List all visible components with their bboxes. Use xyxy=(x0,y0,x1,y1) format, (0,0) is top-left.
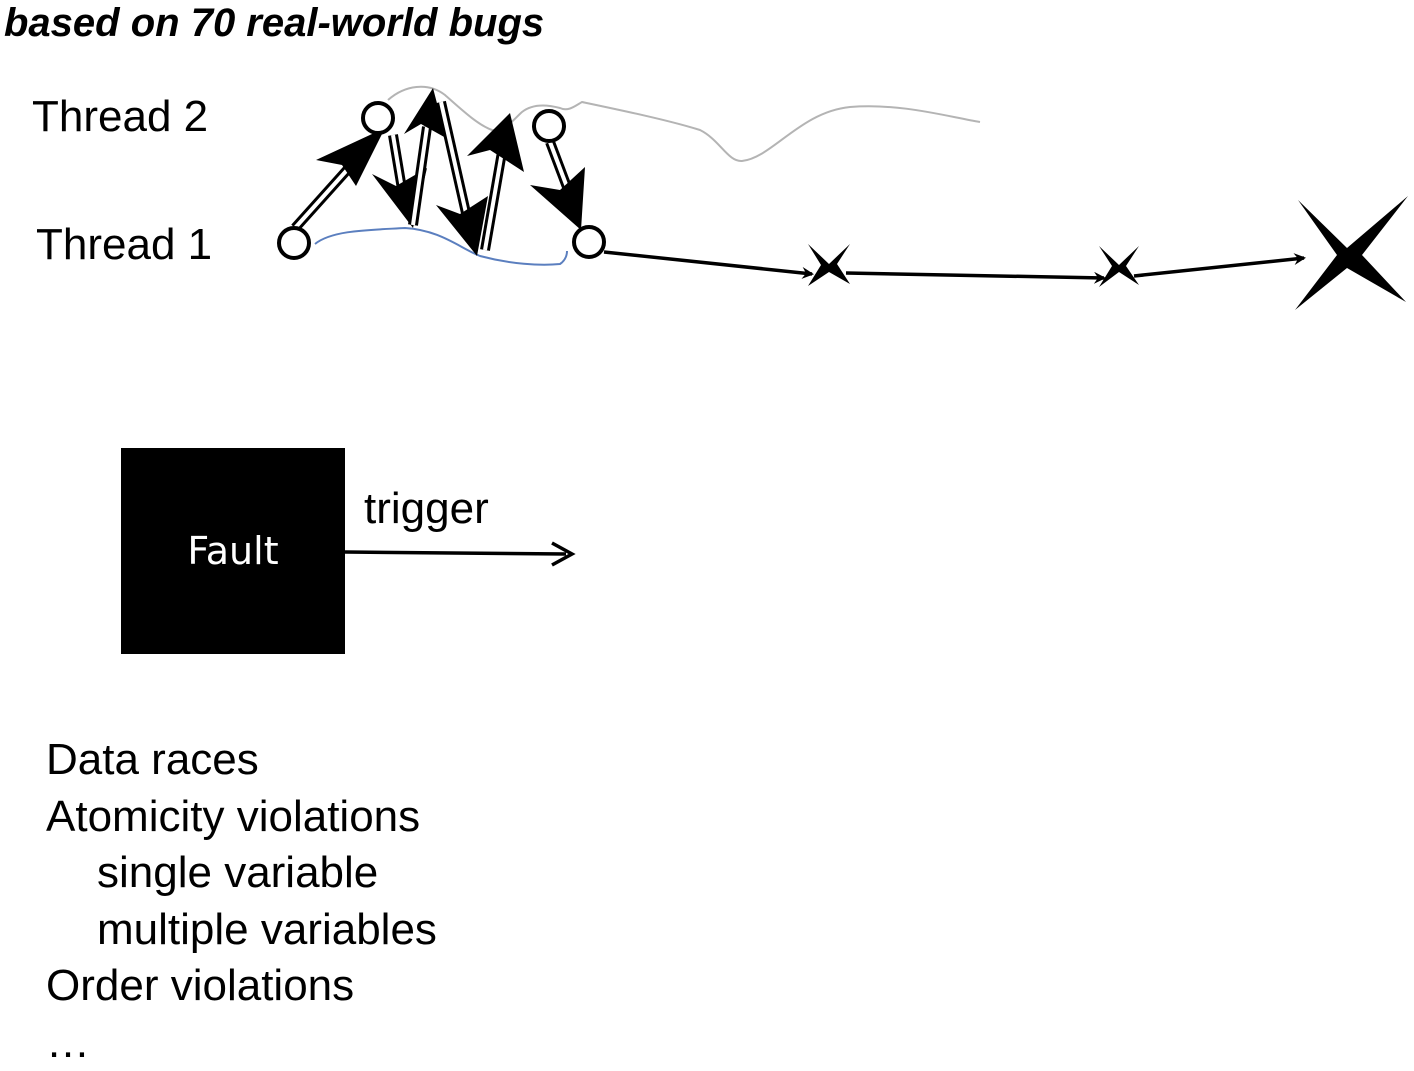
propagation-arrow xyxy=(604,252,812,274)
fault-type-item: single variable xyxy=(46,845,437,902)
error-star-icon xyxy=(808,244,850,286)
fault-type-item: … xyxy=(46,1015,437,1071)
propagation-arrow xyxy=(846,273,1104,278)
interleaving-arrow xyxy=(530,142,585,230)
thread-1-event-node xyxy=(574,227,604,257)
propagation-arrow xyxy=(1134,258,1304,276)
thread-2-event-node xyxy=(534,111,564,141)
fault-type-item: Atomicity violations xyxy=(46,789,437,846)
thread-1-event-node xyxy=(279,228,309,258)
fault-box: Fault xyxy=(121,448,345,654)
fault-type-item: Data races xyxy=(46,732,437,789)
fault-label: Fault xyxy=(187,531,278,571)
trigger-arrow xyxy=(345,552,566,554)
thread-2-event-node xyxy=(363,103,393,133)
failure-star-icon xyxy=(1295,196,1408,310)
thread-1-execution-squiggle xyxy=(315,228,567,265)
interleaving-arrow xyxy=(295,128,385,228)
error-star-icon xyxy=(1099,246,1139,287)
fault-type-item: multiple variables xyxy=(46,902,437,959)
trigger-label: trigger xyxy=(364,484,489,534)
fault-type-item: Order violations xyxy=(46,958,437,1015)
